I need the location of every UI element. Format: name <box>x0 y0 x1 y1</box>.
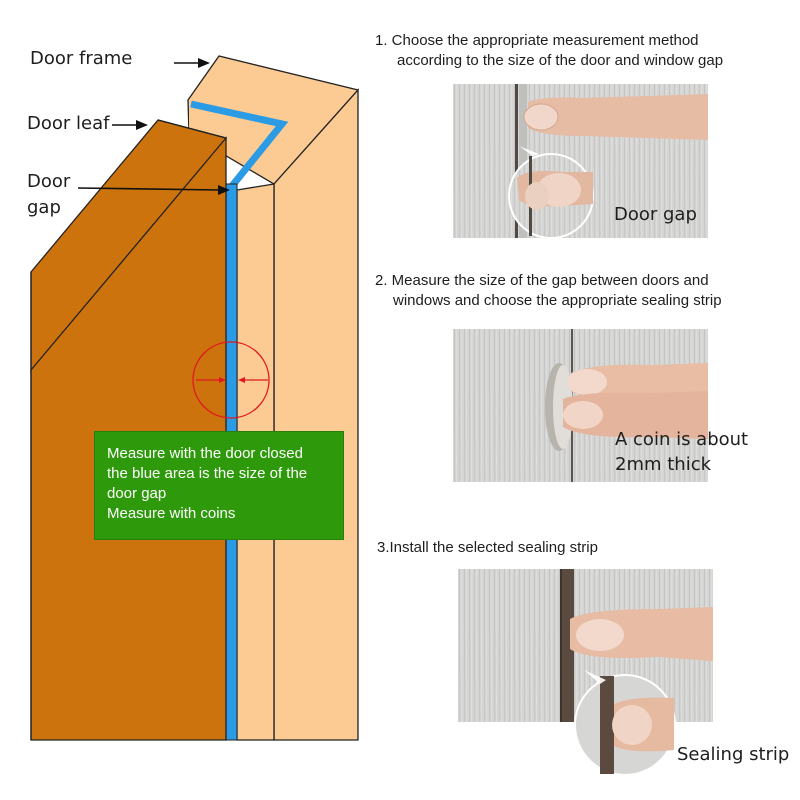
step-1-line1: 1. Choose the appropriate measurement me… <box>375 32 699 49</box>
step-3-zoom <box>574 670 676 776</box>
measure-circle <box>192 341 270 419</box>
step-2-text: 2. Measure the size of the gap between d… <box>375 271 722 311</box>
measure-note: Measure with the door closed the blue ar… <box>94 431 344 540</box>
step-2-photo <box>453 329 708 482</box>
door-frame-front <box>273 88 359 741</box>
step-1-text: 1. Choose the appropriate measurement me… <box>375 31 723 71</box>
step-1-line2: according to the size of the door and wi… <box>397 52 724 69</box>
door-leaf-label: Door leaf <box>27 113 110 134</box>
door-gap-arrow <box>77 187 221 191</box>
note-line: Measure with the door closed <box>107 445 303 462</box>
step-3-text: 3.Install the selected sealing strip <box>377 539 598 556</box>
note-line: door gap <box>107 485 167 502</box>
gap-blue-top <box>190 100 289 189</box>
door-frame-arrow-head <box>198 58 210 68</box>
arrow-left-icon <box>238 377 245 383</box>
door-gap-label-line1: Door <box>27 171 71 192</box>
arrow-right-icon <box>219 377 226 383</box>
door-gap-arrow-head <box>218 185 230 195</box>
step-2-callout-line2: 2mm thick <box>615 454 712 475</box>
step-3-callout: Sealing strip <box>677 744 790 765</box>
step-1-callout: Door gap <box>614 204 697 225</box>
note-line: the blue area is the size of the <box>107 465 308 482</box>
step-1-photo <box>453 84 708 238</box>
step-2-callout: A coin is about 2mm thick <box>615 427 748 477</box>
door-gap-label-line2: gap <box>27 197 61 218</box>
door-leaf-arrow-head <box>136 120 148 130</box>
step-2-line2: windows and choose the appropriate seali… <box>393 292 722 309</box>
step-2-line1: 2. Measure the size of the gap between d… <box>375 272 709 289</box>
note-line: Measure with coins <box>107 505 236 522</box>
step-3-photo <box>458 569 713 722</box>
door-gap-label: Door gap <box>27 169 70 221</box>
door-frame-label: Door frame <box>30 48 133 69</box>
step-2-callout-line1: A coin is about <box>615 429 749 450</box>
